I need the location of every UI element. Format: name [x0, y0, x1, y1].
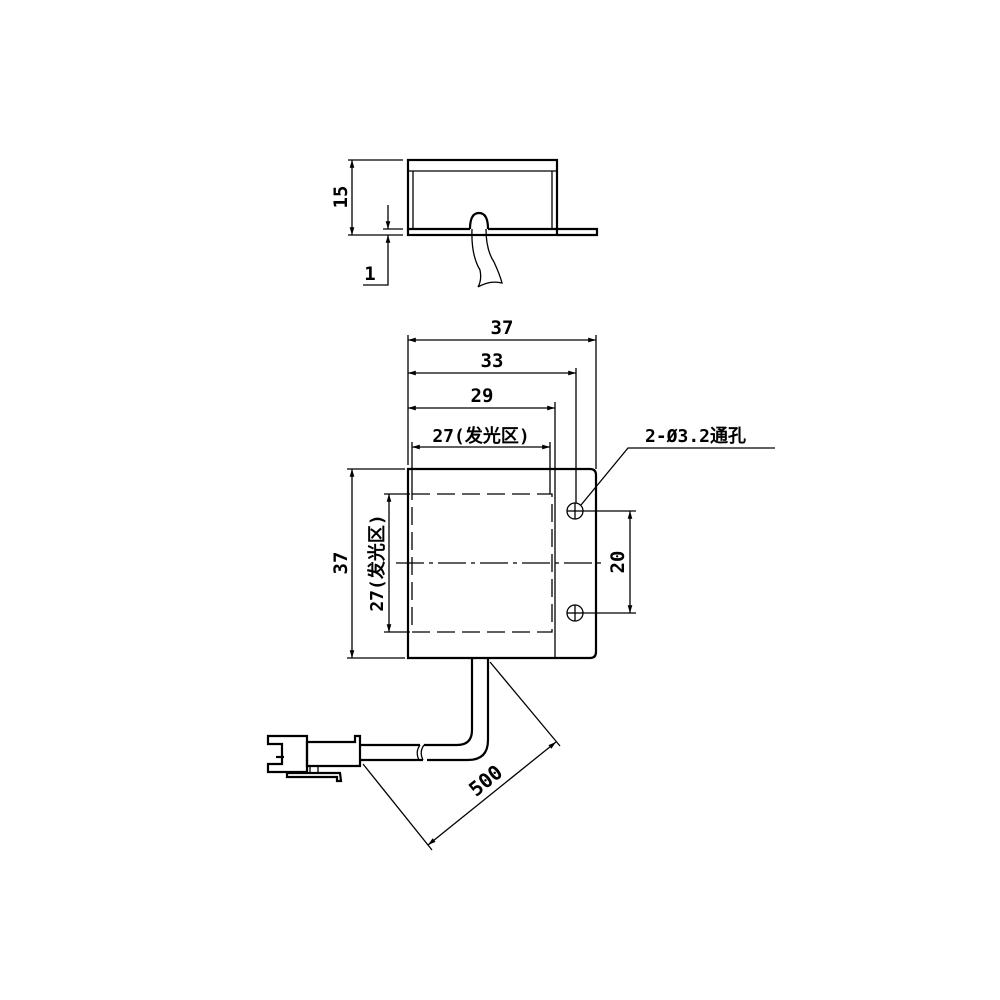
dim-height-15: 15 — [330, 186, 352, 209]
top-view-body — [406, 158, 559, 237]
dim-cable-length-500: 500 — [464, 760, 507, 801]
cable-assembly: 500 — [266, 658, 561, 851]
mounting-hole-bottom — [566, 604, 584, 622]
dim-width-33: 33 — [481, 350, 504, 372]
front-view-body — [406, 467, 598, 660]
mounting-hole-top — [566, 502, 584, 520]
cable-grommet — [468, 211, 490, 230]
dim-height-emitting: 27(发光区) — [366, 514, 388, 611]
hole-leader-line — [580, 447, 775, 506]
mounting-plate — [408, 227, 599, 237]
cable-stub — [471, 228, 503, 288]
cable-break-icon — [416, 744, 425, 761]
dim-width-emitting: 27(发光区) — [432, 425, 529, 447]
hole-note: 2-Ø3.2通孔 — [645, 426, 746, 447]
dim-hole-spacing-20: 20 — [607, 551, 629, 574]
cable-upper-edge — [360, 658, 474, 747]
front-view: 37 33 29 27(发光区) 37 27(发光区) 20 2-Ø3.2通孔 — [330, 317, 775, 660]
top-view: 15 1 — [330, 158, 599, 288]
dim-plate-1: 1 — [364, 263, 375, 285]
dim-width-29: 29 — [471, 385, 494, 407]
connector-plug — [266, 734, 362, 783]
dim-width-37: 37 — [491, 317, 514, 339]
dim-height-37: 37 — [330, 552, 352, 575]
